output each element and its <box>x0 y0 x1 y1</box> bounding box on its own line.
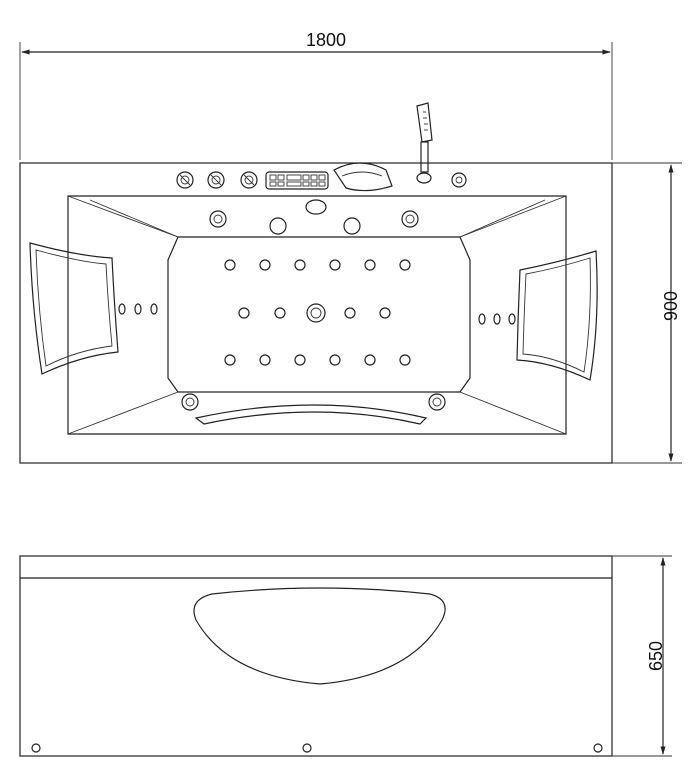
air-inlet-right <box>343 217 361 235</box>
air-jet-15 <box>364 354 376 366</box>
control-knob-1 <box>176 171 194 189</box>
tub-rim <box>67 195 567 435</box>
air-jet-8 <box>274 307 286 319</box>
control-panel <box>265 171 329 190</box>
air-jet-4 <box>329 259 341 271</box>
right-headrest-pillow <box>516 250 598 381</box>
left-headrest-pillow <box>29 242 119 375</box>
air-jet-7 <box>238 307 250 319</box>
air-jet-16 <box>399 354 411 366</box>
side-jets-right <box>478 313 516 325</box>
tub-basin <box>167 236 471 393</box>
air-jet-13 <box>294 354 306 366</box>
front-foot-center <box>302 743 312 753</box>
length-label: 1800 <box>306 30 346 50</box>
height-dimension: 650 <box>612 555 672 757</box>
bottom-jet-left <box>181 393 199 411</box>
air-jet-5 <box>364 259 376 271</box>
front-panel-window <box>193 587 446 685</box>
control-knob-2 <box>207 171 225 189</box>
width-dimension: 900 <box>612 162 682 464</box>
air-jet-9 <box>344 307 356 319</box>
air-jet-11 <box>224 354 236 366</box>
height-label: 650 <box>646 641 666 671</box>
diverter-knob <box>451 172 467 188</box>
air-jet-1 <box>224 259 236 271</box>
rim-jet-left <box>209 210 227 228</box>
air-jet-14 <box>329 354 341 366</box>
armrest-handle <box>194 404 428 425</box>
overflow-fitting <box>305 199 327 215</box>
rim-jet-right <box>401 210 419 228</box>
side-jets-left <box>118 303 158 315</box>
front-foot-left <box>31 743 41 753</box>
drain <box>306 303 326 323</box>
air-jet-12 <box>259 354 271 366</box>
front-panel-outline <box>19 555 613 757</box>
front-foot-right <box>593 743 603 753</box>
width-label: 900 <box>661 291 681 321</box>
air-jet-2 <box>259 259 271 271</box>
top-view: 1800 900 <box>19 30 682 464</box>
air-inlet-left <box>269 217 287 235</box>
air-jet-10 <box>379 307 391 319</box>
air-jet-3 <box>294 259 306 271</box>
waterfall-spout <box>333 162 393 192</box>
air-jets <box>224 259 411 366</box>
front-view: 650 <box>19 555 672 757</box>
control-knob-3 <box>240 171 258 189</box>
bottom-jet-right <box>428 393 446 411</box>
tub-deck-outline <box>19 162 613 464</box>
air-jet-6 <box>399 259 411 271</box>
length-dimension: 1800 <box>19 30 613 160</box>
hand-shower <box>416 102 433 184</box>
